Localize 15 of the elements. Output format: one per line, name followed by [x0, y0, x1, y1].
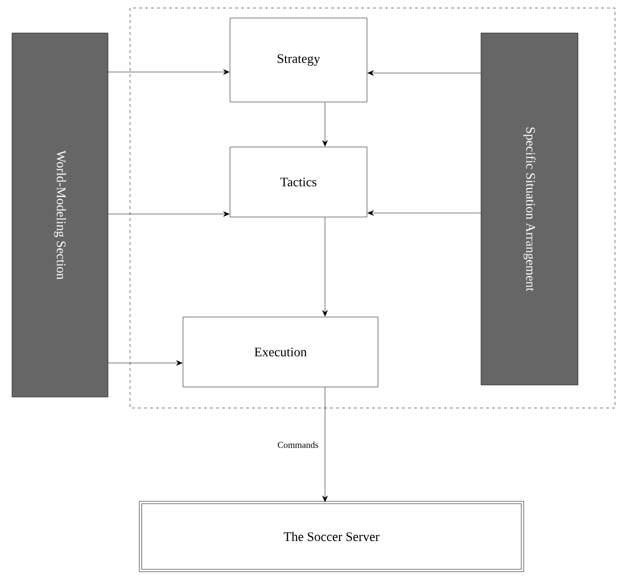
arrow: [108, 211, 230, 217]
arrow: [368, 70, 481, 76]
arrow: [108, 360, 182, 366]
process-box: Tactics: [230, 146, 368, 218]
section-bar: Specific Situation Arrangement: [480, 32, 578, 386]
arrow: [322, 387, 328, 502]
arrow: [322, 102, 328, 146]
process-box: Execution: [182, 316, 378, 388]
arrow: [368, 210, 481, 216]
process-box: Strategy: [230, 18, 368, 102]
server-box: The Soccer Server: [139, 501, 524, 572]
arrow: [322, 217, 328, 316]
arrow: [108, 69, 230, 75]
section-bar: World-Modeling Section: [12, 32, 108, 398]
edge-label: Commands: [278, 442, 318, 448]
